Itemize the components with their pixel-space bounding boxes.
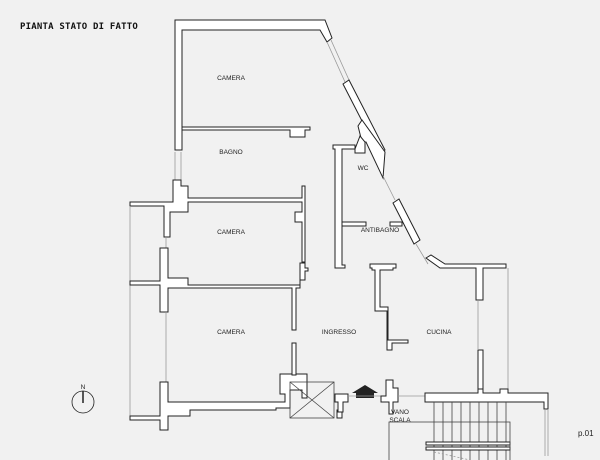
entry-arrow-icon (352, 385, 378, 398)
wall-ingresso-stub (291, 342, 297, 376)
room-label-bagno: BAGNO (219, 149, 242, 156)
wall-entry-left (334, 393, 349, 413)
room-label-antibagno: ANTIBAGNO (361, 227, 399, 234)
plan-title: PIANTA STATO DI FATTO (20, 22, 138, 32)
wall-entry-right (380, 379, 399, 415)
page-number: p.01 (578, 429, 594, 438)
wall-left-bottom (129, 373, 308, 431)
wall-camera-bagno (181, 126, 311, 138)
wall-wc-left (332, 144, 356, 269)
wall-top-camera (174, 19, 333, 151)
window-diagonal-2 (382, 175, 396, 201)
north-label: N (81, 384, 86, 391)
room-label-vano: VANO (391, 409, 409, 416)
wall-bagno-camera (129, 179, 306, 263)
room-label-scala: SCALA (389, 417, 411, 424)
wall-wc-antibagno-right (389, 221, 403, 227)
window-diagonal-1b (330, 39, 350, 81)
room-label-camera-top: CAMERA (217, 75, 245, 82)
room-label-ingresso: INGRESSO (322, 329, 356, 336)
room-label-camera-bottom: CAMERA (217, 329, 245, 336)
staircase (388, 402, 511, 460)
lift-shaft-cross-2 (289, 381, 335, 419)
window-diagonal-1 (326, 41, 346, 83)
wall-cucina-left (369, 263, 409, 351)
wall-diagonal-3 (392, 198, 421, 245)
room-label-wc: WC (358, 165, 369, 172)
lift-shaft (289, 381, 335, 419)
wall-left-mid (129, 247, 309, 331)
north-arrow-icon: N (71, 384, 95, 414)
wall-landing (424, 388, 549, 410)
room-label-camera-mid: CAMERA (217, 229, 245, 236)
window-diagonal-3 (415, 243, 429, 265)
room-label-cucina: CUCINA (427, 329, 453, 336)
wall-cucina-right (477, 349, 484, 394)
wall-wc-corner (354, 135, 366, 154)
wall-wc-antibagno (341, 221, 367, 227)
wall-diagonal-4 (425, 254, 507, 301)
